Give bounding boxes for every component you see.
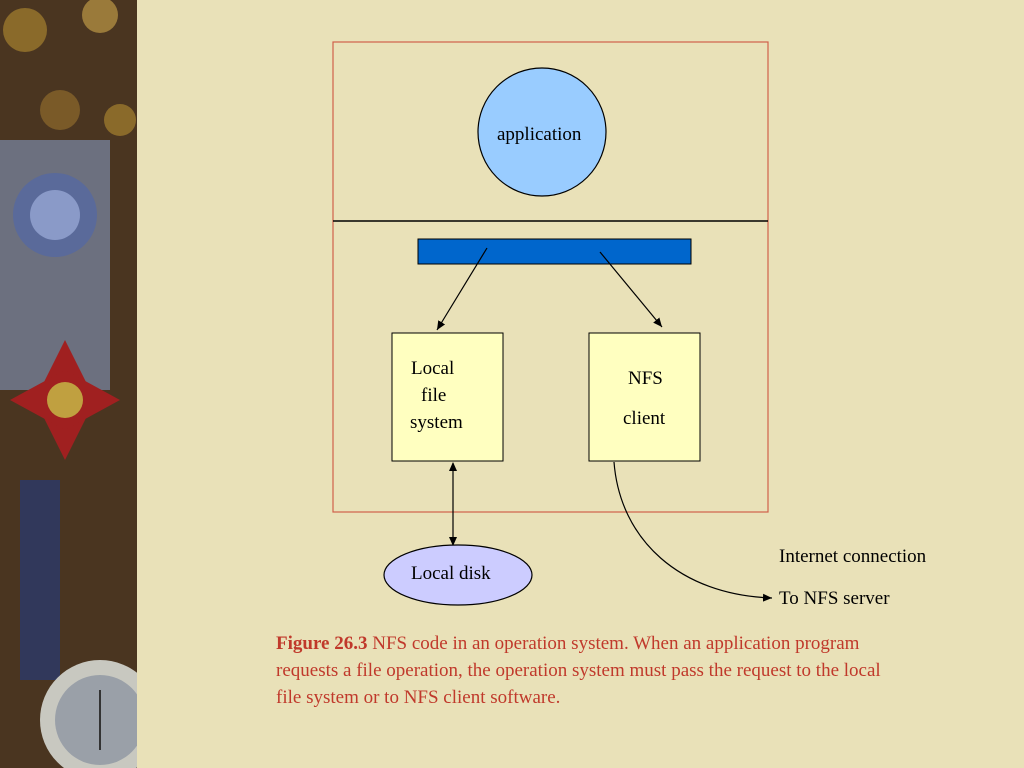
nfs-client-label-line1: NFS bbox=[628, 368, 663, 389]
local-fs-label-line2: file bbox=[421, 385, 447, 406]
application-node bbox=[477, 67, 607, 197]
figure-number: Figure 26.3 bbox=[276, 633, 368, 654]
nfs-client-box bbox=[588, 332, 701, 462]
arrow-to-nfs-client bbox=[599, 251, 663, 328]
application-label: application bbox=[497, 124, 582, 145]
internet-connection-arrow bbox=[613, 461, 773, 602]
nfs-client-label-line2: client bbox=[623, 408, 666, 429]
local-fs-label-line3: system bbox=[410, 412, 463, 433]
system-call-bar bbox=[417, 238, 692, 265]
medal-illustration bbox=[0, 0, 137, 768]
figure-caption: Figure 26.3 NFS code in an operation sys… bbox=[276, 630, 896, 711]
to-nfs-server-label: To NFS server bbox=[779, 588, 890, 609]
arrow-to-local-fs bbox=[436, 247, 488, 331]
local-file-system-box bbox=[391, 332, 504, 462]
os-frame bbox=[332, 41, 769, 513]
local-disk-node bbox=[383, 544, 533, 606]
local-fs-label-line1: Local bbox=[411, 358, 455, 379]
caption-text: NFS code in an operation system. When an… bbox=[276, 633, 881, 708]
internet-connection-label: Internet connection bbox=[779, 546, 927, 567]
decorative-medal-image bbox=[0, 0, 137, 768]
local-disk-label: Local disk bbox=[411, 563, 491, 584]
